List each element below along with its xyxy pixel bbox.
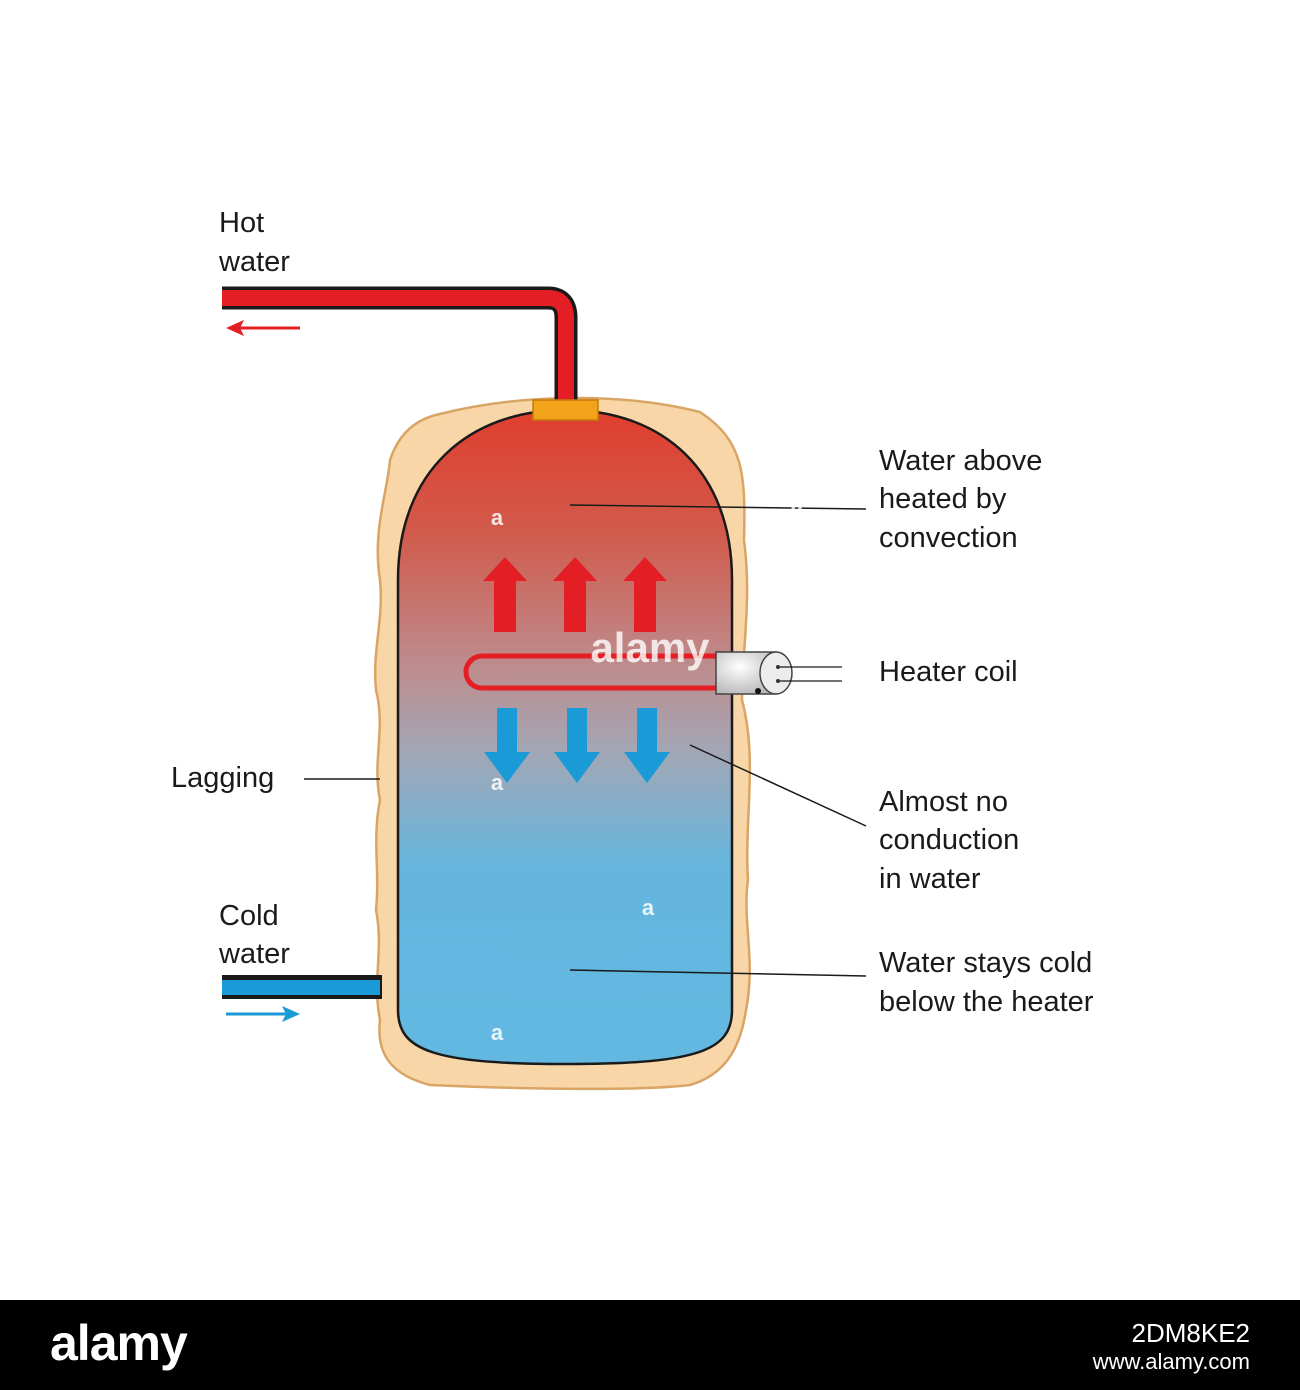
convection-up-arrow — [483, 557, 527, 632]
svg-text:a: a — [491, 1020, 504, 1045]
svg-text:a: a — [791, 492, 804, 517]
leader-line — [569, 504, 867, 510]
label-hot-water: Hot water — [218, 207, 290, 278]
water-heater-diagram: alamy a a a a a Hot water Cold water Lag… — [171, 207, 1100, 1091]
hot-outflow-arrow — [226, 320, 300, 336]
watermark-glyphs: a a a a a — [491, 492, 804, 1045]
leader-line — [689, 744, 867, 827]
cold-down-arrow — [624, 708, 670, 783]
footer-url: www.alamy.com — [1092, 1349, 1250, 1374]
heater-cap-end — [759, 651, 793, 695]
footer-brand-logo: alamy — [50, 1315, 188, 1371]
hot-water-pipe — [222, 286, 578, 405]
label-heater-coil: Heater coil — [879, 656, 1018, 688]
svg-text:a: a — [491, 505, 504, 530]
svg-text:a: a — [491, 770, 504, 795]
outlet-fitting — [532, 399, 599, 421]
label-water-above: Water above heated by convection — [879, 445, 1050, 554]
label-water-stays-cold: Water stays cold below the heater — [879, 947, 1100, 1018]
label-cold-water: Cold water — [218, 900, 290, 970]
cold-inflow-arrow — [226, 1006, 300, 1022]
convection-up-arrow — [553, 557, 597, 632]
label-almost-no-conduction: Almost no conduction in water — [879, 786, 1027, 895]
convection-up-arrow — [623, 557, 667, 632]
footer-meta: 2DM8KE2 www.alamy.com — [1093, 1318, 1250, 1376]
heater-coil — [463, 653, 722, 691]
footer-image-id: 2DM8KE2 — [1131, 1318, 1251, 1348]
footer-bar: alamy 2DM8KE2 www.alamy.com — [0, 1300, 1300, 1390]
svg-text:a: a — [642, 895, 655, 920]
leader-line — [569, 969, 867, 977]
cold-down-arrow — [484, 708, 530, 783]
watermark: alamy — [590, 624, 710, 671]
cold-down-arrow — [554, 708, 600, 783]
tank-inner — [396, 408, 734, 1066]
label-lagging: Lagging — [171, 762, 274, 794]
